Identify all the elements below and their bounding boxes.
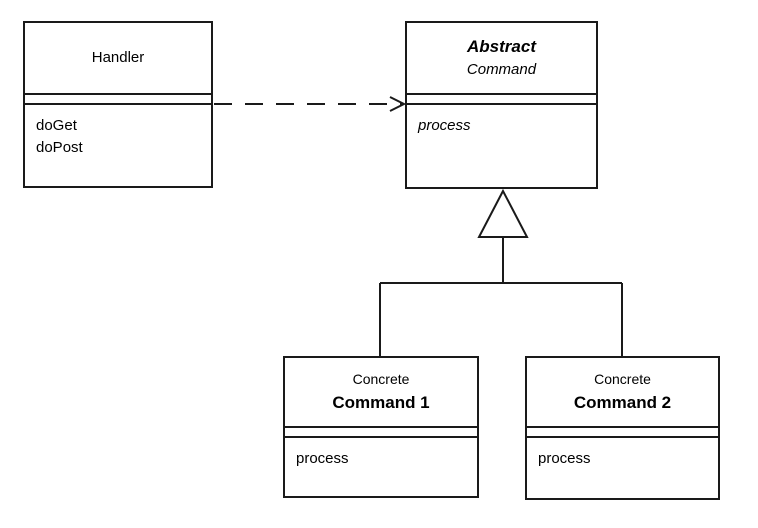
generalization-connector	[379, 237, 623, 357]
class-concrete-command-1-name-line2: Command 1	[332, 393, 430, 412]
class-handler-name-compartment: Handler	[25, 23, 211, 93]
class-abstract-command-name-compartment: Abstract Command	[407, 23, 596, 93]
class-concrete-command-2: Concrete Command 2 process	[525, 356, 720, 500]
class-concrete-command-2-name-line1: Concrete	[594, 371, 651, 387]
class-concrete-command-1-attributes-compartment	[285, 426, 477, 438]
method-process-abstract: process	[418, 117, 471, 134]
class-concrete-command-2-attributes-compartment	[527, 426, 718, 438]
class-concrete-command-2-methods-compartment: process	[527, 438, 718, 498]
method-dopost: doPost	[36, 139, 83, 156]
class-concrete-command-2-name-compartment: Concrete Command 2	[527, 358, 718, 426]
class-concrete-command-2-name-line2: Command 2	[573, 393, 672, 412]
method-process-concrete-1: process	[296, 450, 349, 467]
class-handler: Handler doGet doPost	[23, 21, 213, 188]
class-concrete-command-1-name-line1: Concrete	[352, 371, 410, 387]
dependency-open-arrowhead	[389, 96, 407, 112]
class-handler-attributes-compartment	[25, 93, 211, 105]
class-abstract-command-name-line1: Abstract	[467, 37, 536, 56]
generalization-triangle	[477, 188, 529, 238]
class-concrete-command-1: Concrete Command 1 process	[283, 356, 479, 498]
class-concrete-command-1-name-compartment: Concrete Command 1	[285, 358, 477, 426]
method-doget: doGet	[36, 117, 77, 134]
class-abstract-command: Abstract Command process	[405, 21, 598, 189]
class-concrete-command-1-methods-compartment: process	[285, 438, 477, 496]
class-abstract-command-name-line2: Command	[466, 61, 537, 78]
method-process-concrete-2: process	[538, 450, 591, 467]
class-abstract-command-attributes-compartment	[407, 93, 596, 105]
class-abstract-command-methods-compartment: process	[407, 105, 596, 187]
class-handler-methods-compartment: doGet doPost	[25, 105, 211, 186]
class-handler-name: Handler	[91, 49, 145, 66]
